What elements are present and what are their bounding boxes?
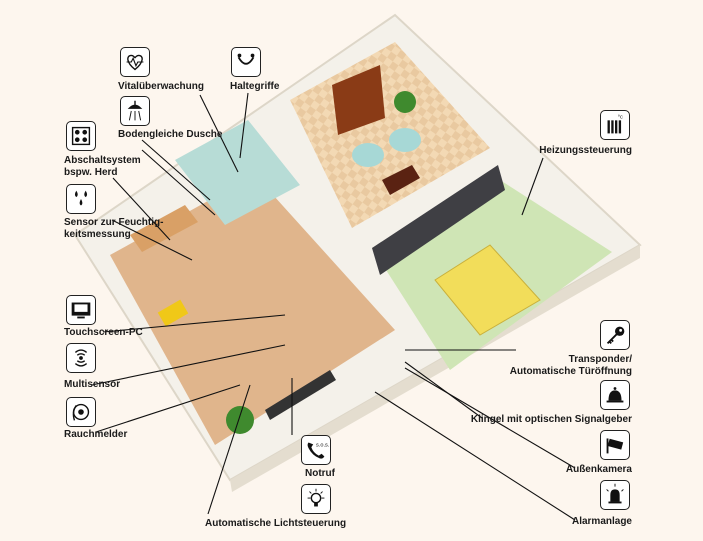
label-feuchtigkeitssensor: Sensor zur Feuchtig- keitsmessung [64,217,164,240]
stove-icon [66,121,96,151]
label-heizungssteuerung: Heizungssteuerung [539,145,632,156]
label-haltegriffe: Haltegriffe [230,81,280,92]
armchair-2 [389,128,421,152]
label-vitalueberwachung: Vitalüberwachung [118,81,204,92]
label-alarmanlage: Alarmanlage [571,516,632,527]
label-aussenkamera: Außenkamera [565,464,632,475]
coffee-table [382,165,420,195]
bed [434,244,541,336]
label-bodengleiche-dusche: Bodengleiche Dusche [118,129,223,140]
label-klingel: Klingel mit optischen Signalgeber [470,414,632,425]
light-bulb-icon [301,484,331,514]
sos-text: s.o.s. [316,442,330,448]
key-icon [600,320,630,350]
touchscreen-icon [66,295,96,325]
heart-monitor-icon [120,47,150,77]
label-transponder: Transponder/ Automatische Türöffnung [509,354,632,377]
shelf [332,65,385,135]
hall-floor [110,175,395,445]
hall-cabinet [265,370,336,420]
label-multisensor: Multisensor [64,379,121,390]
radiator-icon: °c [600,110,630,140]
phone-sos-icon: s.o.s. [301,435,331,465]
label-touchscreen-pc: Touchscreen-PC [64,327,143,338]
sensor-waves-icon [66,343,96,373]
leader-lines [91,92,576,521]
wall-shadow [230,245,640,492]
plant-living [394,91,416,113]
label-lichtsteuerung: Automatische Lichtsteuerung [205,518,347,529]
label-abschaltsystem: Abschaltsystem bspw. Herd [64,155,141,178]
celsius-text: °c [618,114,623,120]
alarm-light-icon [600,480,630,510]
shower-icon [120,96,150,126]
grab-bar-icon [231,47,261,77]
plant [226,406,254,434]
kitchen-counter [130,205,198,252]
wardrobe [372,165,505,275]
water-drops-icon [66,184,96,214]
bell-icon [600,380,630,410]
bathroom-floor [175,120,300,225]
label-rauchmelder: Rauchmelder [64,429,128,440]
armchair [352,143,384,167]
smoke-detector-icon [66,397,96,427]
label-notruf: Notruf [305,468,335,479]
dining-table [157,299,189,327]
camera-icon [600,430,630,460]
